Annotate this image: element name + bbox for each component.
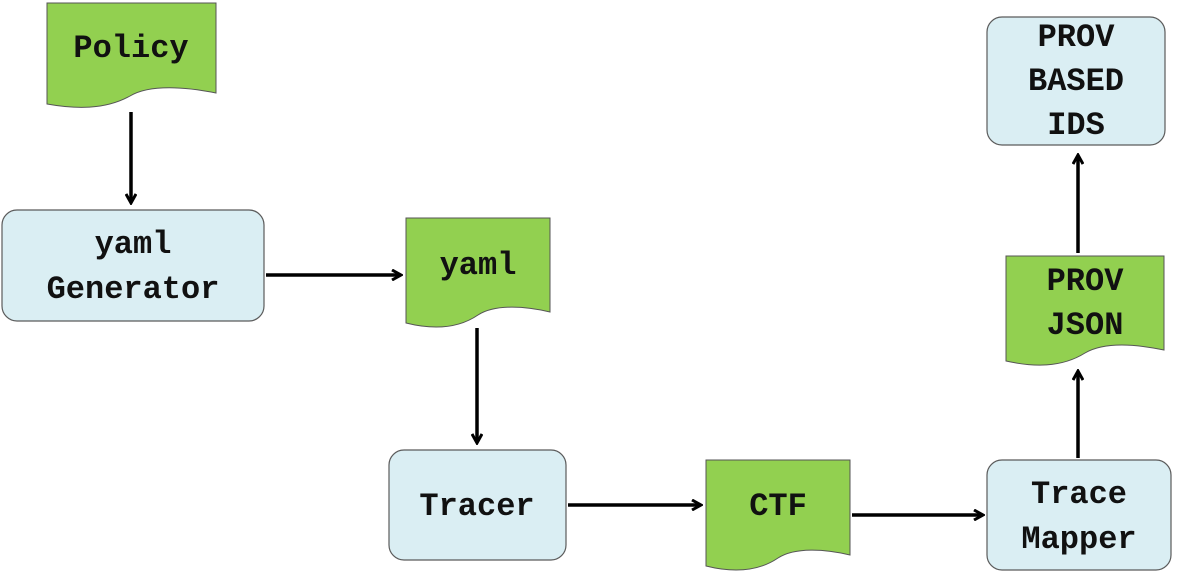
prov-ids-label-line-1: PROV	[1038, 19, 1116, 56]
yaml-generator-label-line-2: Generator	[47, 271, 220, 308]
tracer-process: Tracer	[388, 449, 567, 561]
prov-ids-label-line-2: BASED	[1028, 63, 1124, 100]
prov-ids-label-line-3: IDS	[1047, 107, 1105, 144]
tracer-process-shape	[388, 449, 567, 561]
ctf-document-label: CTF	[749, 488, 807, 525]
trace-mapper-process: Trace Mapper	[986, 459, 1172, 571]
yaml-file-document: yaml	[405, 217, 551, 328]
trace-mapper-process-shape	[986, 459, 1172, 571]
ctf-document-shape	[705, 459, 851, 571]
ctf-document: CTF	[705, 459, 851, 571]
yaml-generator-process-shape	[1, 209, 265, 322]
prov-json-document: PROV JSON	[1005, 255, 1165, 366]
trace-mapper-label-line-2: Mapper	[1021, 521, 1136, 558]
yaml-generator-label-line-1: yaml	[95, 226, 172, 263]
tracer-process-label: Tracer	[419, 488, 534, 525]
yaml-file-document-shape	[405, 217, 551, 328]
yaml-file-document-label: yaml	[440, 247, 517, 284]
policy-document-shape	[46, 2, 217, 108]
prov-ids-process-shape	[986, 16, 1166, 146]
prov-ids-process: PROV BASED IDS	[986, 16, 1166, 146]
prov-json-label-line-2: JSON	[1047, 307, 1124, 344]
yaml-generator-process: yaml Generator	[1, 209, 265, 322]
trace-mapper-label-line-1: Trace	[1031, 476, 1127, 513]
policy-document-label: Policy	[73, 30, 188, 67]
prov-json-document-shape	[1005, 255, 1165, 366]
edges	[131, 112, 1078, 515]
policy-document: Policy	[46, 2, 217, 108]
prov-json-label-line-1: PROV	[1047, 263, 1125, 300]
